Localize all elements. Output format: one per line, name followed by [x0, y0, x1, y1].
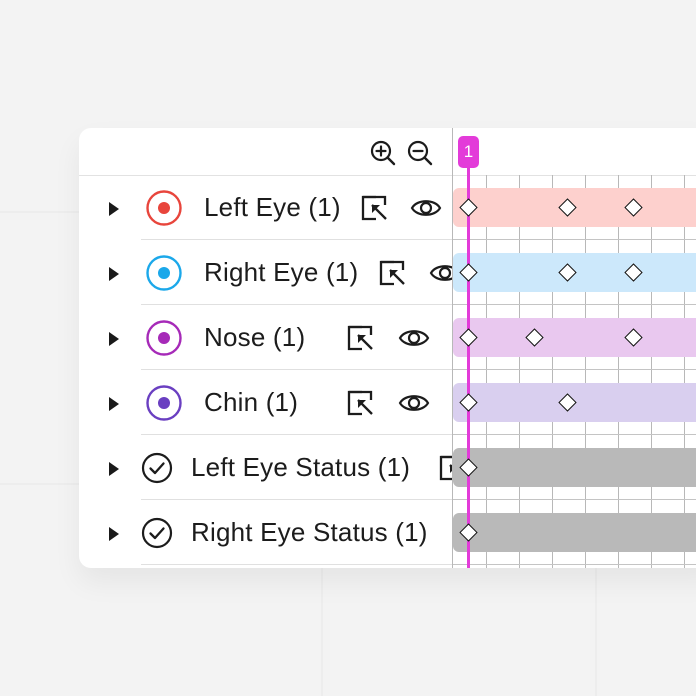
track-type-icon [141, 517, 173, 549]
timeline-frame-divider [651, 175, 652, 568]
zoom-out-button[interactable] [407, 140, 433, 166]
row-divider [141, 499, 696, 500]
timeline-row-divider [453, 564, 696, 565]
track-timeline-bar[interactable] [453, 448, 696, 487]
toolbar-header [79, 128, 696, 176]
zoom-in-icon [370, 140, 396, 166]
cursor-select-icon [347, 325, 373, 351]
track-type-icon [145, 319, 183, 357]
visibility-toggle[interactable] [398, 324, 430, 352]
track-row[interactable]: Right Eye (1) [79, 240, 696, 305]
select-track-button[interactable] [359, 193, 389, 223]
timeline-row-divider [453, 434, 696, 435]
row-divider [141, 369, 696, 370]
expand-arrow-icon[interactable] [109, 462, 119, 476]
track-row[interactable]: Nose (1) [79, 305, 696, 370]
select-track-button[interactable] [377, 258, 407, 288]
zoom-in-button[interactable] [370, 140, 396, 166]
cursor-select-icon [361, 195, 387, 221]
track-type-icon [145, 384, 183, 422]
keyframe-editor-panel: Left Eye (1) Right Eye (1) Nose (1) Chin (1… [79, 128, 696, 568]
zoom-out-icon [407, 140, 433, 166]
track-timeline-bar[interactable] [453, 318, 696, 357]
playhead-frame-number: 1 [463, 142, 474, 161]
eye-icon [398, 395, 430, 411]
timeline-ruler [453, 128, 696, 176]
track-label: Nose (1) [204, 322, 306, 352]
timeline-row-divider [453, 369, 696, 370]
playhead-handle[interactable]: 1 [458, 136, 479, 168]
track-label: Right Eye (1) [204, 257, 359, 287]
timeline-row-divider [453, 499, 696, 500]
row-divider [141, 434, 696, 435]
track-timeline-bar[interactable] [453, 513, 696, 552]
timeline-row-divider [453, 239, 696, 240]
row-divider [141, 564, 696, 565]
timeline-frame-divider [519, 175, 520, 568]
track-label: Chin (1) [204, 387, 299, 417]
track-label: Left Eye Status (1) [191, 452, 411, 482]
track-row[interactable]: Right Eye Status (1) [79, 500, 696, 565]
radio-target-icon [146, 190, 182, 226]
timeline-frame-divider [618, 175, 619, 568]
track-type-icon [141, 452, 173, 484]
expand-arrow-icon[interactable] [109, 202, 119, 216]
check-circle-icon [141, 517, 173, 549]
track-type-icon [145, 189, 183, 227]
expand-arrow-icon[interactable] [109, 527, 119, 541]
timeline-frame-divider [585, 175, 586, 568]
select-track-button[interactable] [345, 388, 375, 418]
track-type-icon [145, 254, 183, 292]
track-label: Left Eye (1) [204, 192, 341, 222]
radio-target-icon [146, 255, 182, 291]
expand-arrow-icon[interactable] [109, 267, 119, 281]
track-row[interactable]: Chin (1) [79, 370, 696, 435]
row-divider [141, 239, 696, 240]
expand-arrow-icon[interactable] [109, 332, 119, 346]
playhead-line[interactable] [467, 158, 470, 568]
timeline-frame-divider [486, 175, 487, 568]
radio-target-icon [146, 320, 182, 356]
cursor-select-icon [347, 390, 373, 416]
track-row[interactable]: Left Eye (1) [79, 175, 696, 240]
expand-arrow-icon[interactable] [109, 397, 119, 411]
select-track-button[interactable] [345, 323, 375, 353]
check-circle-icon [141, 452, 173, 484]
visibility-toggle[interactable] [410, 194, 442, 222]
radio-target-icon [146, 385, 182, 421]
timeline-row-divider [453, 304, 696, 305]
visibility-toggle[interactable] [398, 389, 430, 417]
timeline-frame-divider [684, 175, 685, 568]
timeline[interactable]: 1 [452, 128, 696, 568]
cursor-select-icon [379, 260, 405, 286]
timeline-frame-divider [552, 175, 553, 568]
track-label: Right Eye Status (1) [191, 517, 428, 547]
eye-icon [398, 330, 430, 346]
row-divider [141, 304, 696, 305]
eye-icon [410, 200, 442, 216]
